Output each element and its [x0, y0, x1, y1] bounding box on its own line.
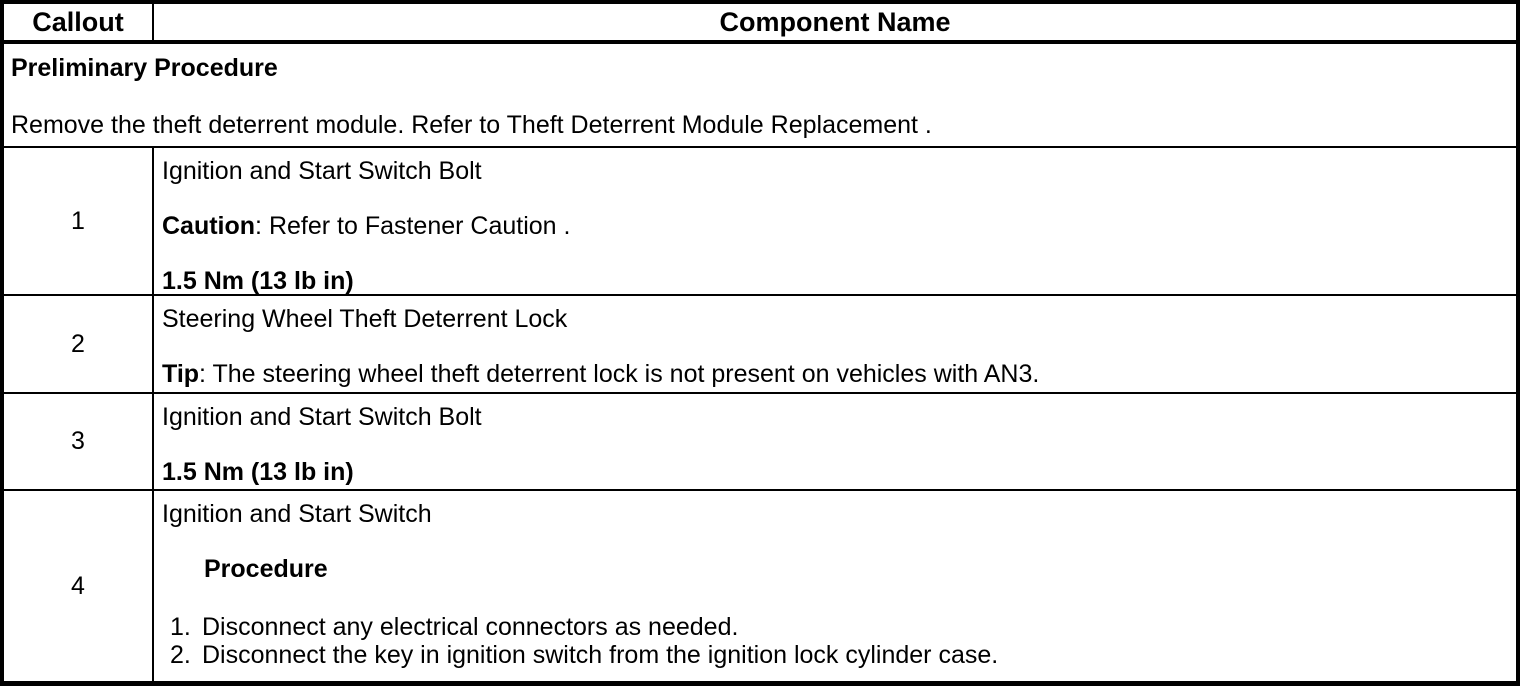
callout-number: 3 [4, 394, 154, 489]
step-number: 1. [170, 613, 191, 641]
procedure-steps: 1. Disconnect any electrical connectors … [162, 613, 1506, 669]
component-cell: Ignition and Start Switch Procedure 1. D… [154, 491, 1516, 681]
step-number: 2. [170, 641, 191, 669]
component-name-text: Ignition and Start Switch [162, 500, 432, 528]
table-row-callout-4: 4 Ignition and Start Switch Procedure 1.… [4, 491, 1516, 681]
component-name-column-header: Component Name [719, 6, 951, 37]
step-text: Disconnect any electrical connectors as … [202, 613, 739, 641]
callout-number: 4 [4, 491, 154, 681]
component-cell: Ignition and Start Switch Bolt 1.5 Nm (1… [154, 394, 1516, 489]
torque-spec: 1.5 Nm (13 lb in) [162, 267, 354, 295]
procedure-step: 1. Disconnect any electrical connectors … [162, 613, 1506, 641]
tip-note: Tip: The steering wheel theft deterrent … [162, 360, 1506, 388]
component-name-text: Steering Wheel Theft Deterrent Lock [162, 305, 568, 333]
caution-note: Caution: Refer to Fastener Caution . [162, 212, 1506, 240]
preliminary-procedure-row: Preliminary Procedure Remove the theft d… [4, 44, 1516, 148]
procedure-step: 2. Disconnect the key in ignition switch… [162, 641, 1506, 669]
callout-number: 1 [4, 148, 154, 294]
preliminary-procedure-text: Remove the theft deterrent module. Refer… [11, 111, 932, 139]
tip-label: Tip [162, 360, 200, 388]
component-cell: Ignition and Start Switch Bolt Caution: … [154, 148, 1516, 295]
caution-text: : Refer to Fastener Caution . [255, 212, 571, 240]
table-row-callout-2: 2 Steering Wheel Theft Deterrent Lock Ti… [4, 296, 1516, 394]
step-text: Disconnect the key in ignition switch fr… [202, 641, 999, 669]
component-name-text: Ignition and Start Switch Bolt [162, 403, 482, 431]
preliminary-procedure-title: Preliminary Procedure [11, 54, 278, 82]
caution-label: Caution [162, 212, 256, 240]
table-row-callout-3: 3 Ignition and Start Switch Bolt 1.5 Nm … [4, 394, 1516, 491]
callout-column-header: Callout [4, 4, 154, 40]
tip-text: : The steering wheel theft deterrent loc… [199, 360, 1040, 388]
torque-spec: 1.5 Nm (13 lb in) [162, 458, 354, 486]
component-name-text: Ignition and Start Switch Bolt [162, 157, 482, 185]
procedure-heading: Procedure [204, 555, 328, 583]
component-cell: Steering Wheel Theft Deterrent Lock Tip:… [154, 296, 1516, 392]
callout-number: 2 [4, 296, 154, 392]
table-row-callout-1: 1 Ignition and Start Switch Bolt Caution… [4, 148, 1516, 296]
table-header-row: Callout Component Name [4, 4, 1516, 44]
